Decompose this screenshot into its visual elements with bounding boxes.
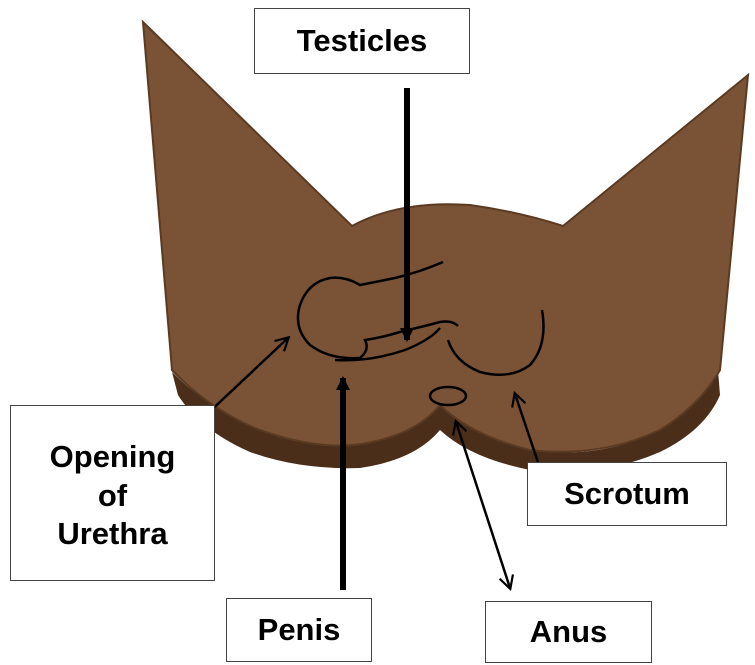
urethra-text-line2: of — [50, 477, 176, 516]
scrotum-text: Scrotum — [564, 475, 690, 514]
penis-label: Penis — [226, 598, 372, 662]
urethra-text-line3: Urethra — [50, 515, 176, 554]
anus-label: Anus — [485, 601, 652, 663]
testicles-label: Testicles — [254, 8, 470, 74]
urethra-text-line1: Opening — [50, 438, 176, 477]
opening-of-urethra-label: Opening of Urethra — [10, 405, 215, 581]
anus-text: Anus — [530, 613, 608, 652]
penis-text: Penis — [258, 611, 341, 650]
scrotum-label: Scrotum — [527, 462, 727, 526]
testicles-text: Testicles — [297, 22, 427, 61]
